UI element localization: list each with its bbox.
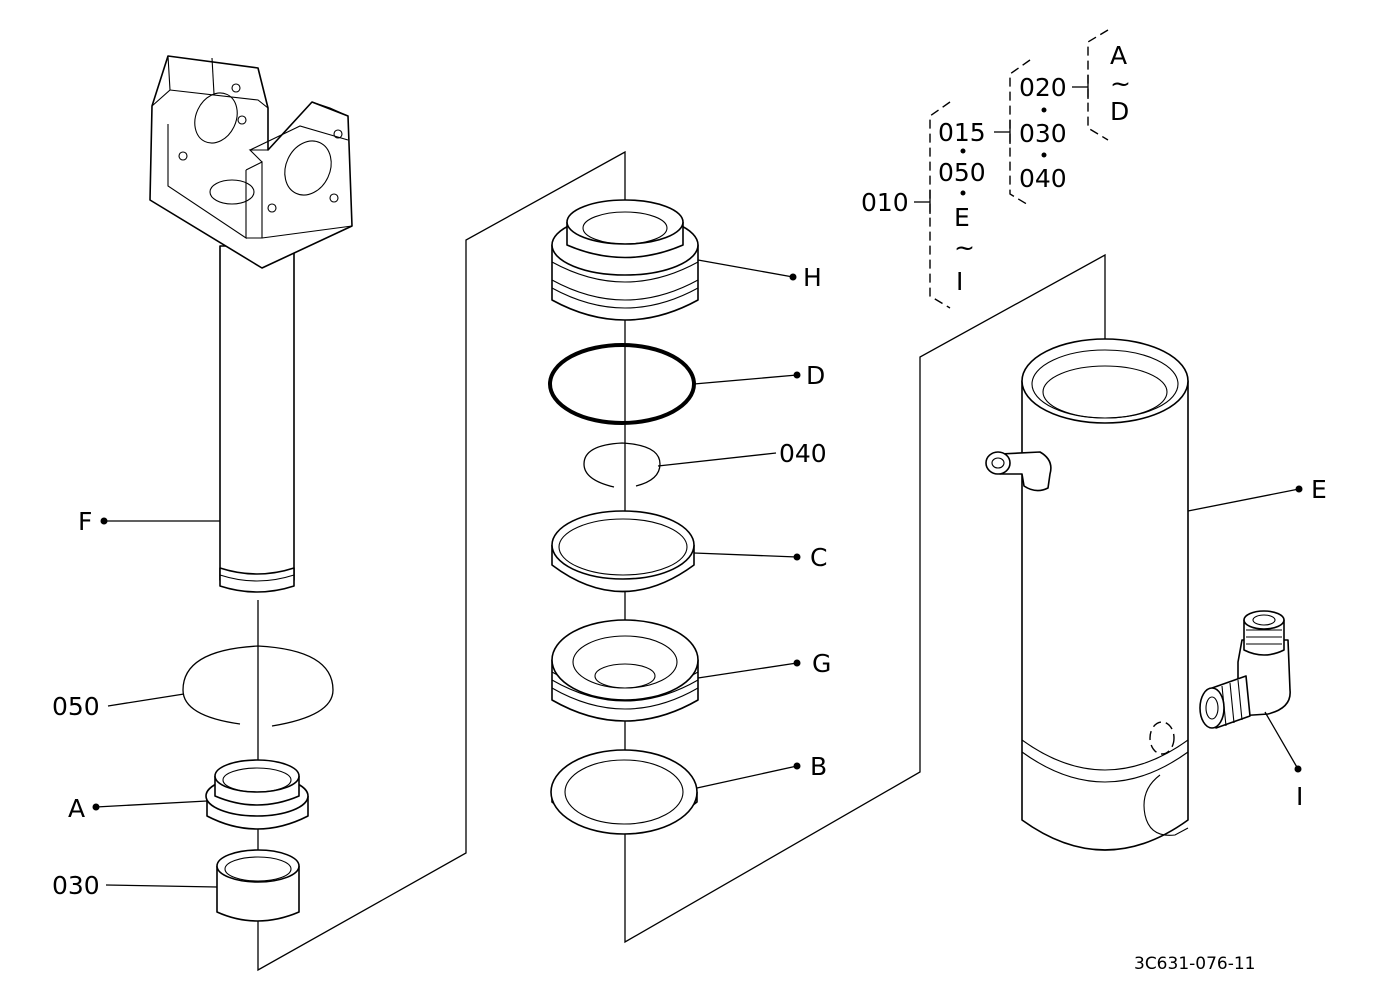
- tree-l1-3: ~: [954, 233, 975, 262]
- rod-guide-H: [551, 199, 699, 321]
- elbow-fitting-I: [1199, 610, 1291, 729]
- tree-l3-0: A: [1110, 41, 1127, 70]
- tree-l1-4: I: [956, 267, 963, 296]
- piston-rod-with-clevis: [149, 55, 353, 593]
- tree-l2-2: 040: [1019, 164, 1067, 193]
- bushing-030: [216, 849, 300, 922]
- callout-G: G: [812, 649, 831, 678]
- leader-lines: [92, 259, 1303, 888]
- tree-l3-2: D: [1110, 97, 1129, 126]
- assembly-tree: 010 015 050 E ~ I 020 030 040 A ~ D: [861, 29, 1131, 309]
- wear-ring-B: [550, 749, 698, 835]
- tree-l1-0: 015: [938, 118, 986, 147]
- seal-ring-C: [551, 510, 695, 593]
- callout-A: A: [68, 794, 85, 823]
- callout-D: D: [806, 361, 825, 390]
- tree-l2-0: 020: [1019, 73, 1067, 102]
- callout-040: 040: [779, 439, 827, 468]
- callout-E: E: [1311, 475, 1327, 504]
- callout-H: H: [803, 263, 822, 292]
- tree-root: 010: [861, 188, 909, 217]
- callout-F: F: [78, 507, 92, 536]
- drawing-code: 3C631-076-11: [1134, 954, 1255, 974]
- callout-050: 050: [52, 692, 100, 721]
- cylinder-tube-E: [985, 338, 1189, 851]
- callout-030: 030: [52, 871, 100, 900]
- piston-G: [551, 619, 699, 722]
- bushing-A: [205, 759, 309, 830]
- callout-B: B: [810, 752, 827, 781]
- callout-C: C: [810, 543, 827, 572]
- snap-ring-040: [583, 442, 661, 488]
- o-ring-D: [548, 343, 696, 425]
- tree-l3-1: ~: [1110, 69, 1131, 98]
- retaining-ring-050: [182, 645, 334, 727]
- tree-l2-1: 030: [1019, 119, 1067, 148]
- tree-l1-2: E: [954, 203, 970, 232]
- tree-l1-1: 050: [938, 158, 986, 187]
- callout-I: I: [1296, 782, 1303, 811]
